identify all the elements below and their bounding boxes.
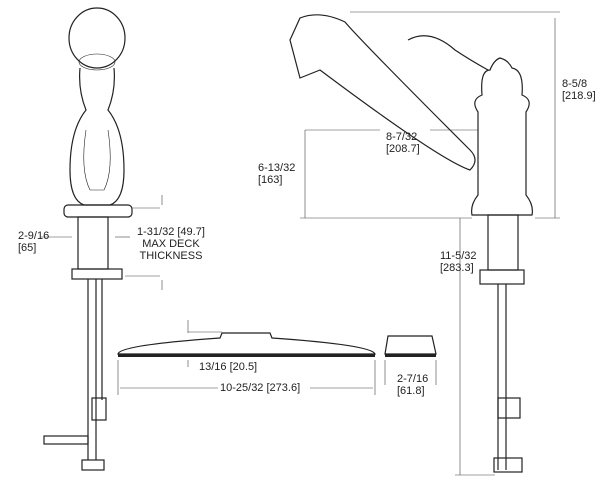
deck-thickness-imperial: 1-31/32 xyxy=(137,226,175,238)
spout-height-label: 6-13/32[163] xyxy=(258,162,295,186)
total-height-imperial: 11-5/32 xyxy=(440,250,477,262)
spout-reach-imperial: 8-7/32 xyxy=(386,131,418,143)
base-width-imperial: 2-9/16 xyxy=(18,230,50,242)
base-width-metric: [65] xyxy=(18,242,37,254)
plate-depth-metric: [61.8] xyxy=(397,385,425,397)
plate-length-label: 10-25/32 [273.6] xyxy=(220,382,300,394)
overall-height-label: 8-5/8[218.9] xyxy=(562,78,596,102)
plate-length-imperial: 10-25/32 xyxy=(220,382,264,394)
spout-reach-label: 8-7/32[208.7] xyxy=(386,131,420,155)
deck-note-2: THICKNESS xyxy=(139,250,203,262)
dimension-lines xyxy=(40,11,560,476)
side-view xyxy=(289,14,533,473)
deck-thickness-metric: [49.7] xyxy=(177,226,205,238)
total-height-metric: [283.3] xyxy=(440,262,474,274)
total-height-label: 11-5/32[283.3] xyxy=(440,250,477,274)
spout-height-imperial: 6-13/32 xyxy=(258,162,296,174)
front-view xyxy=(43,7,133,471)
plate-height-metric: [20.5] xyxy=(229,361,258,373)
spout-height-metric: [163] xyxy=(258,174,283,186)
plate-depth-label: 2-7/16[61.8] xyxy=(397,373,428,397)
overall-height-metric: [218.9] xyxy=(562,90,596,102)
plate-length-metric: [273.6] xyxy=(266,382,301,394)
overall-height-imperial: 8-5/8 xyxy=(562,78,588,90)
base-width-label: 2-9/16[65] xyxy=(18,230,49,254)
deck-note-1: MAX DECK xyxy=(142,238,200,250)
plate-height-imperial: 13/16 xyxy=(199,361,227,373)
deck-plate xyxy=(117,332,437,357)
plate-height-label: 13/16 [20.5] xyxy=(199,361,257,373)
plate-depth-imperial: 2-7/16 xyxy=(397,373,429,385)
spout-reach-metric: [208.7] xyxy=(386,143,420,155)
